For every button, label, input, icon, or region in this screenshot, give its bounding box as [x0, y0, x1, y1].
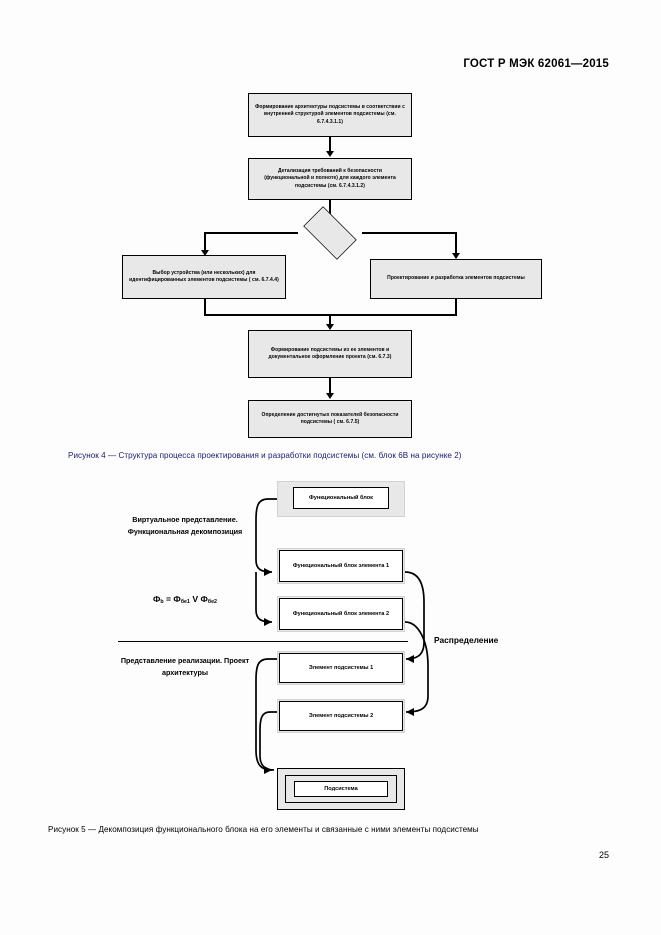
- figure-5-caption: Рисунок 5 — Декомпозиция функционального…: [48, 825, 479, 834]
- flow-node-decision: [296, 206, 364, 260]
- flow-node-determine-indicators-label: Определение достигнутых показателей безо…: [261, 411, 399, 425]
- flow-node-assembly: Формирование подсистемы из ее элементов …: [248, 330, 412, 378]
- implementation-representation-label: Представление реализации. Проект архитек…: [120, 656, 250, 677]
- decision-diamond-shape: [303, 206, 357, 260]
- standard-header: ГОСТ Р МЭК 62061—2015: [463, 58, 609, 70]
- subsystem-element-1-label: Элемент подсистемы 1: [308, 664, 374, 671]
- arrowhead-arch-to-detail: [326, 151, 334, 157]
- connector-assembly-to-determine: [329, 378, 331, 394]
- arrowhead-assembly-to-determine: [326, 393, 334, 399]
- flow-node-device-selection: Выбор устройства (или нескольких) для ид…: [122, 255, 286, 299]
- arrowhead-decision-left: [201, 250, 209, 256]
- flow-node-architecture: Формирование архитектуры подсистемы в со…: [248, 93, 412, 137]
- functional-block-e2-box: Функциональный блок элемента 2: [279, 598, 403, 630]
- formula-lhs-sub: b: [160, 599, 164, 606]
- arrowhead-decision-right: [452, 253, 460, 259]
- formula-rhs1-sub: бе1: [180, 599, 190, 606]
- formula-operator: V Ф: [189, 594, 208, 604]
- arrowhead-merge-to-assembly: [326, 324, 334, 330]
- allocation-divider-line: [118, 641, 408, 643]
- flow-node-architecture-label: Формирование архитектуры подсистемы в со…: [255, 104, 405, 125]
- connector-decision-left-down: [204, 232, 206, 254]
- functional-block-label: Функциональный блок: [308, 494, 373, 501]
- functional-block-e2-label: Функциональный блок элемента 2: [292, 610, 390, 617]
- connector-decision-right-down: [455, 232, 457, 258]
- formula-lhs: Ф: [152, 594, 161, 604]
- connector-design-down: [455, 299, 457, 315]
- functional-block-box: Функциональный блок: [293, 487, 389, 509]
- subsystem-element-2-box: Элемент подсистемы 2: [279, 701, 403, 731]
- flow-node-determine-indicators: Определение достигнутых показателей безо…: [248, 400, 412, 438]
- formula-rhs2-sub: бе2: [207, 599, 218, 606]
- connector-decision-right: [362, 232, 456, 234]
- connector-arch-to-detail: [329, 137, 331, 152]
- decomposition-formula: Фb = Фбе1 V Фбе2: [110, 592, 260, 607]
- formula-eq: = Ф: [163, 594, 181, 604]
- flow-node-detailing: Детализация требований к безопасности (ф…: [248, 158, 412, 200]
- flow-node-assembly-label: Формирование подсистемы из ее элементов …: [268, 346, 392, 360]
- functional-block-e1-label: Функциональный блок элемента 1: [292, 562, 390, 569]
- page-number: 25: [598, 850, 609, 860]
- connector-merge-to-assembly: [329, 314, 331, 328]
- subsystem-element-2-label: Элемент подсистемы 2: [308, 712, 374, 719]
- subsystem-element-1-box: Элемент подсистемы 1: [279, 653, 403, 683]
- allocation-label: Распределение: [434, 635, 499, 645]
- virtual-representation-label: Виртуальное представление. Функциональна…: [127, 515, 243, 536]
- figure-4-caption: Рисунок 4 — Структура процесса проектиро…: [68, 451, 462, 460]
- connector-device-down: [204, 299, 206, 315]
- connector-detail-to-decision: [329, 200, 331, 214]
- flow-node-design-development: Проектирование и разработка элементов по…: [370, 259, 542, 299]
- connector-decision-left: [204, 232, 298, 234]
- flow-node-device-selection-label: Выбор устройства (или нескольких) для ид…: [129, 269, 279, 283]
- subsystem-box: Подсистема: [294, 781, 388, 797]
- flow-node-design-development-label: Проектирование и разработка элементов по…: [387, 275, 525, 282]
- subsystem-label: Подсистема: [324, 785, 358, 792]
- flow-node-detailing-label: Детализация требований к безопасности (ф…: [264, 168, 396, 189]
- functional-block-e1-box: Функциональный блок элемента 1: [279, 550, 403, 582]
